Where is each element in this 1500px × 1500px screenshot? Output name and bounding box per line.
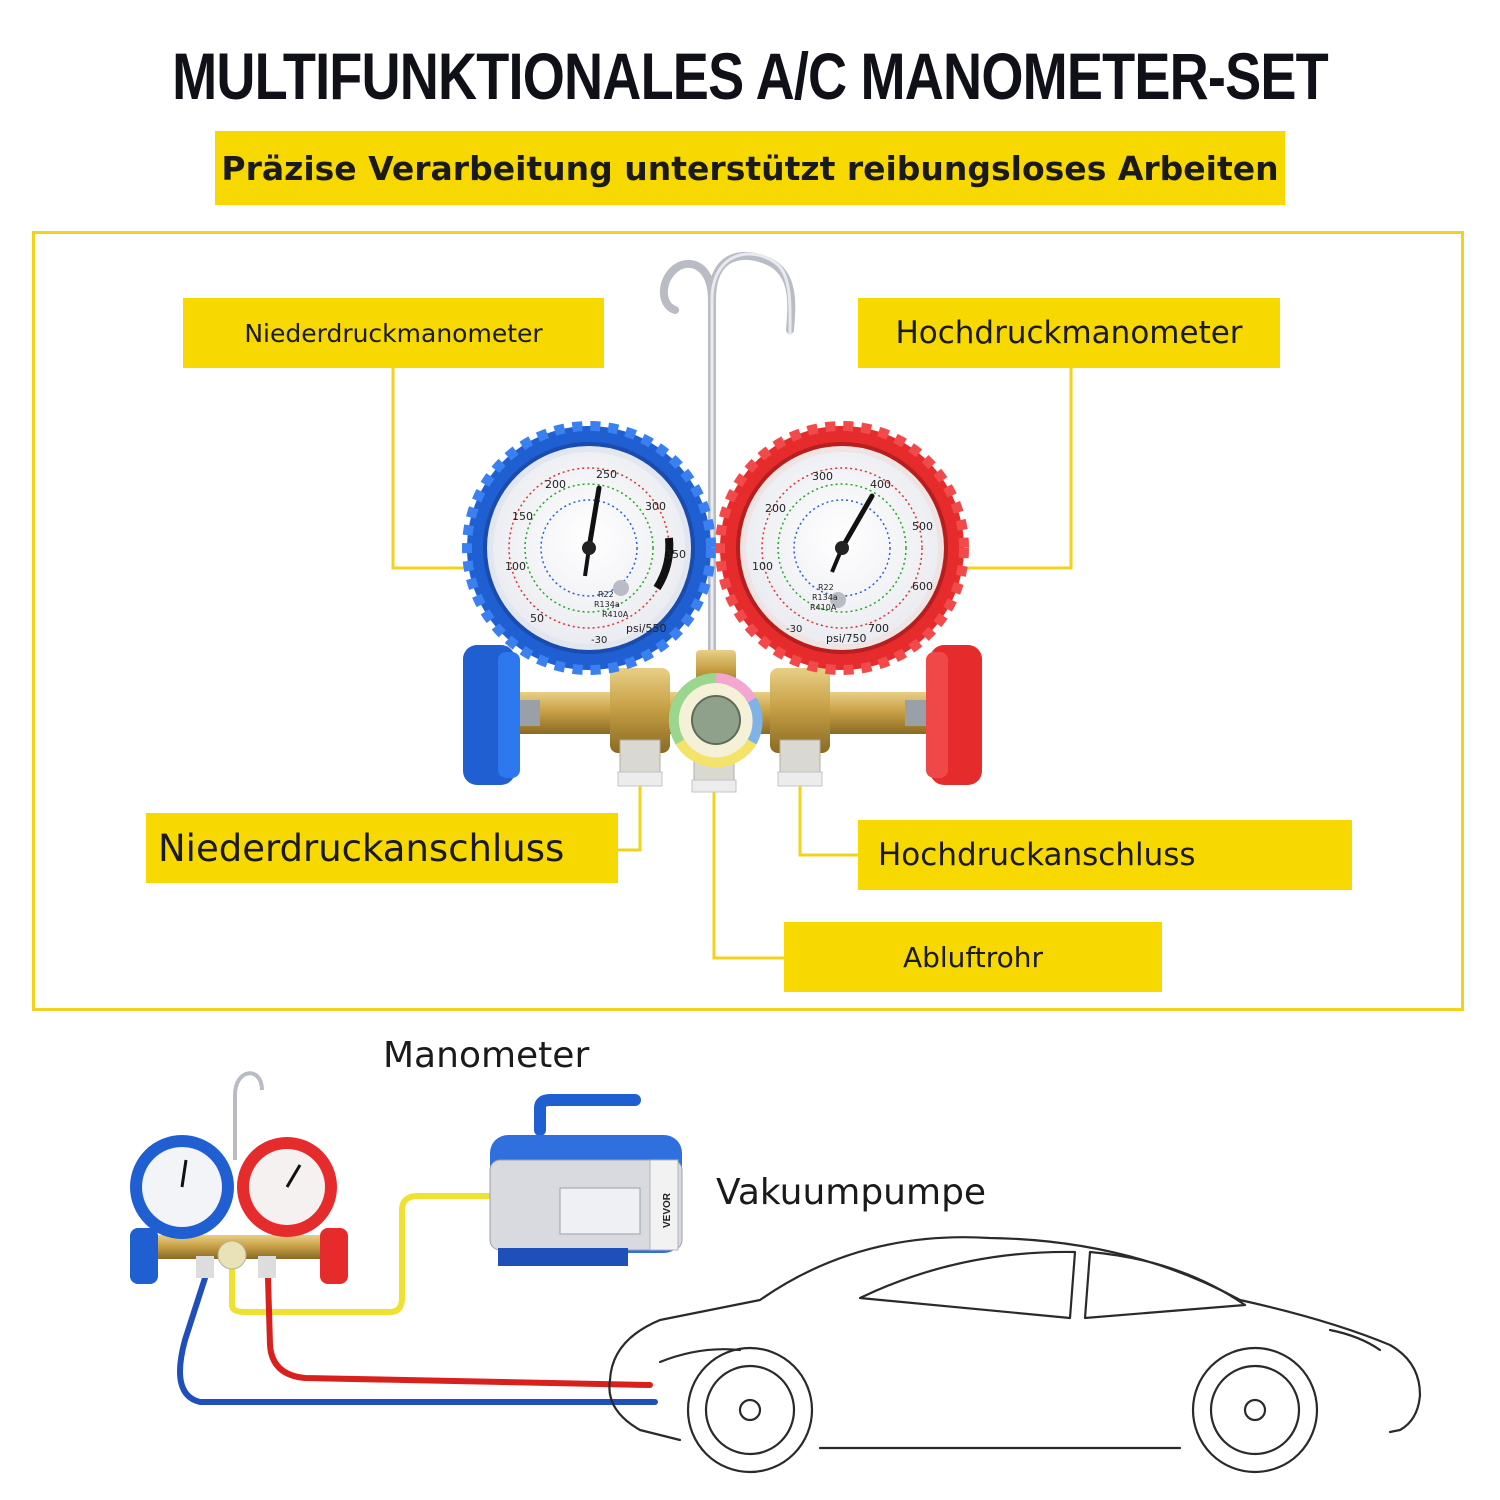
high-ref-r22: R22 — [818, 583, 834, 592]
rear-wheel — [1191, 1346, 1319, 1474]
high-pressure-gauge — [715, 421, 969, 675]
low-pressure-gauge — [462, 421, 716, 675]
setup-manometer-label: Manometer — [383, 1035, 590, 1076]
low-scale-300: 300 — [645, 500, 666, 513]
red-hose — [265, 1275, 653, 1388]
hoses — [177, 1193, 658, 1405]
leader-lines — [391, 368, 1073, 960]
callout-high-gauge-text: Hochdruckmanometer — [895, 315, 1243, 351]
callout-high-gauge: Hochdruckmanometer — [858, 298, 1280, 368]
callout-exhaust: Abluftrohr — [784, 922, 1162, 992]
diagram-frame — [32, 231, 1464, 1011]
callout-exhaust-text: Abluftrohr — [902, 940, 1044, 974]
front-wheel — [686, 1346, 814, 1474]
low-ref-r410a: R410A — [602, 610, 629, 619]
high-ref-r134a: R134a — [812, 593, 838, 602]
setup-pump-label: Vakuumpumpe — [716, 1172, 987, 1213]
leader-low-gauge — [391, 368, 478, 570]
high-scale-700: 700 — [868, 622, 889, 635]
page-title: MULTIFUNKTIONALES A/C MANOMETER-SET — [172, 39, 1329, 113]
high-valve-knob — [905, 645, 982, 785]
callout-low-port: Niederdruckanschluss — [146, 813, 618, 883]
high-scale-500: 500 — [912, 520, 933, 533]
yellow-hose — [229, 1193, 495, 1315]
high-scale-100: 100 — [752, 560, 773, 573]
low-scale-100: 100 — [505, 560, 526, 573]
high-gauge-scale: 100 200 300 400 500 600 700 R22 R134a R4… — [752, 470, 933, 645]
leader-exhaust — [712, 785, 784, 960]
low-scale-250: 250 — [596, 468, 617, 481]
low-gauge-scale: 50 100 150 200 250 300 350 R22 R134a R41… — [505, 468, 686, 646]
subtitle-text: Präzise Verarbeitung unterstützt reibung… — [221, 148, 1279, 188]
vacuum-pump: VEVOR — [489, 1094, 683, 1266]
low-scale-150: 150 — [512, 510, 533, 523]
high-scale-200: 200 — [765, 502, 786, 515]
high-ref-r410a: R410A — [810, 603, 837, 612]
low-scale-200: 200 — [545, 478, 566, 491]
callout-high-port-text: Hochdruckanschluss — [878, 837, 1196, 873]
high-vacuum: -30 — [786, 624, 802, 635]
leader-low-port — [618, 780, 642, 852]
sight-glass — [668, 672, 763, 768]
low-scale-350: 350 — [665, 548, 686, 561]
pump-brand: VEVOR — [662, 1192, 673, 1228]
low-vacuum: -30 — [591, 635, 607, 646]
leader-high-gauge — [958, 368, 1073, 570]
low-scale-50: 50 — [530, 612, 544, 625]
low-ref-r134a: R134a — [594, 600, 620, 609]
mini-manifold — [130, 1071, 348, 1284]
low-unit: psi/550 — [626, 622, 666, 635]
blue-hose — [177, 1275, 658, 1405]
low-ref-r22: R22 — [598, 590, 614, 599]
leader-high-port — [798, 785, 858, 857]
high-scale-600: 600 — [912, 580, 933, 593]
high-scale-300: 300 — [812, 470, 833, 483]
low-valve-knob — [463, 645, 540, 785]
callout-low-gauge: Niederdruckmanometer — [183, 298, 604, 368]
subtitle-banner: Präzise Verarbeitung unterstützt reibung… — [215, 131, 1285, 205]
callout-low-gauge-text: Niederdruckmanometer — [244, 318, 543, 348]
car-outline — [608, 1236, 1422, 1474]
port-low — [617, 739, 663, 787]
callout-high-port: Hochdruckanschluss — [858, 820, 1352, 890]
callout-low-port-text: Niederdruckanschluss — [158, 826, 565, 870]
high-unit: psi/750 — [826, 632, 866, 645]
high-scale-400: 400 — [870, 478, 891, 491]
port-high — [777, 739, 823, 787]
